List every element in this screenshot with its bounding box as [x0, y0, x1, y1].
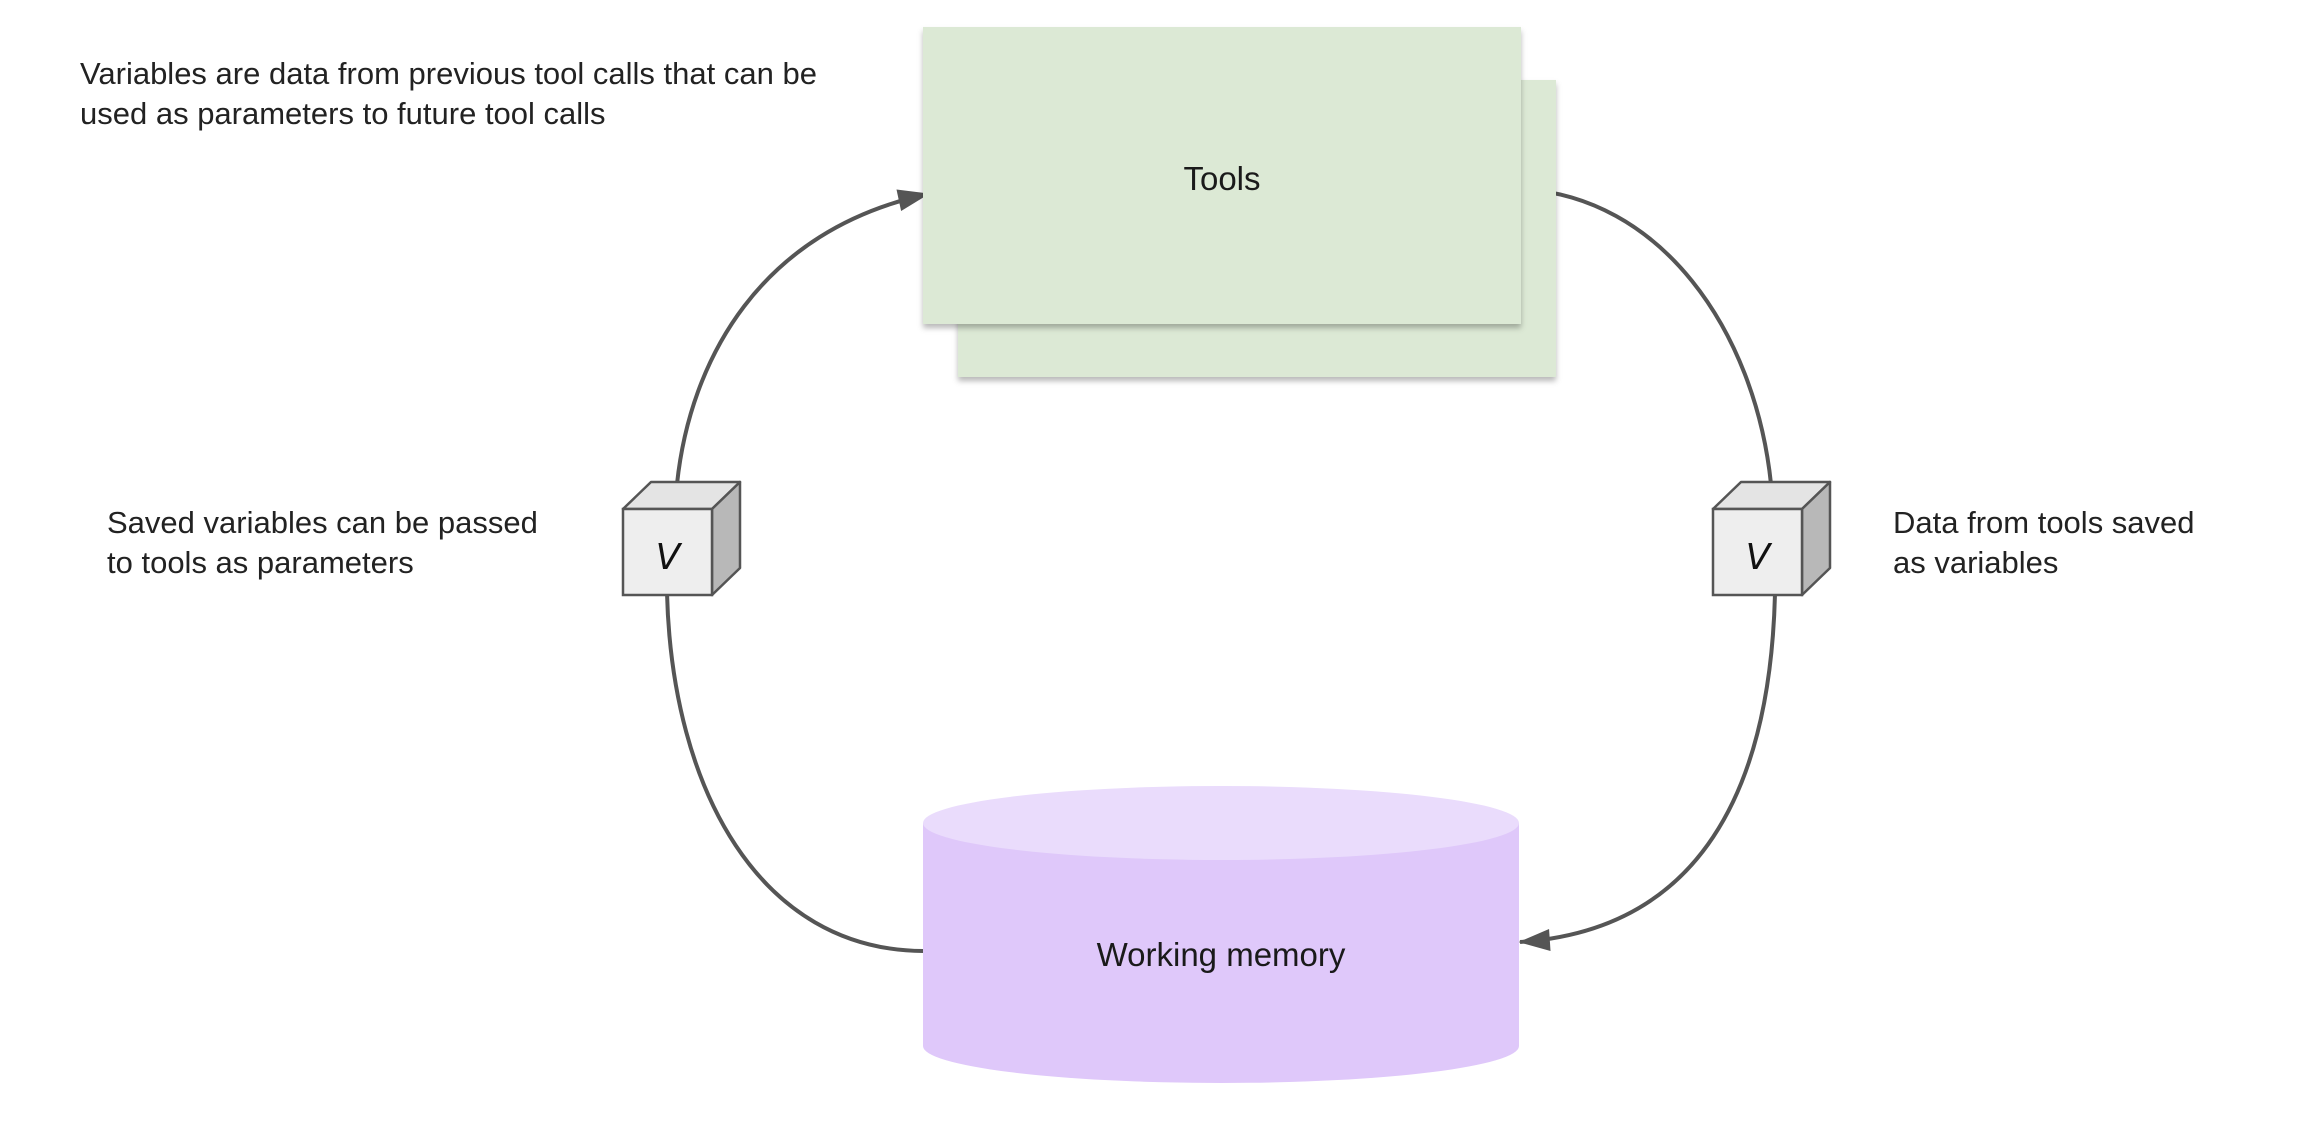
right-note-line-1: Data from tools saved	[1893, 505, 2195, 540]
connector-left-upper	[675, 189, 930, 485]
top-note-line-1: Variables are data from previous tool ca…	[80, 56, 817, 91]
connector-left-lower	[665, 592, 924, 953]
memory-cylinder-body	[923, 823, 1519, 1083]
memory-label: Working memory	[1097, 936, 1346, 973]
right-note-line-2: as variables	[1893, 545, 2058, 580]
left-note-line-1: Saved variables can be passed	[107, 505, 538, 540]
connector-right-upper	[1519, 187, 1773, 485]
left-note-line-2: to tools as parameters	[107, 545, 414, 580]
connector-right-lower	[1518, 593, 1777, 951]
tools-label: Tools	[1183, 160, 1260, 197]
left-cube-front	[621, 507, 714, 597]
tools-card-front	[923, 27, 1521, 324]
memory-cylinder-top	[923, 786, 1519, 860]
tools-node: Tools	[923, 27, 1556, 377]
left-variable-cube: V	[621, 480, 742, 597]
working-memory-node: Working memory	[923, 786, 1519, 1083]
top-note-line-2: used as parameters to future tool calls	[80, 96, 606, 131]
right-cube-front	[1711, 507, 1804, 597]
left-variable-label: V	[656, 537, 683, 578]
right-variable-cube: V	[1711, 480, 1832, 597]
right-variable-label: V	[1746, 537, 1773, 578]
